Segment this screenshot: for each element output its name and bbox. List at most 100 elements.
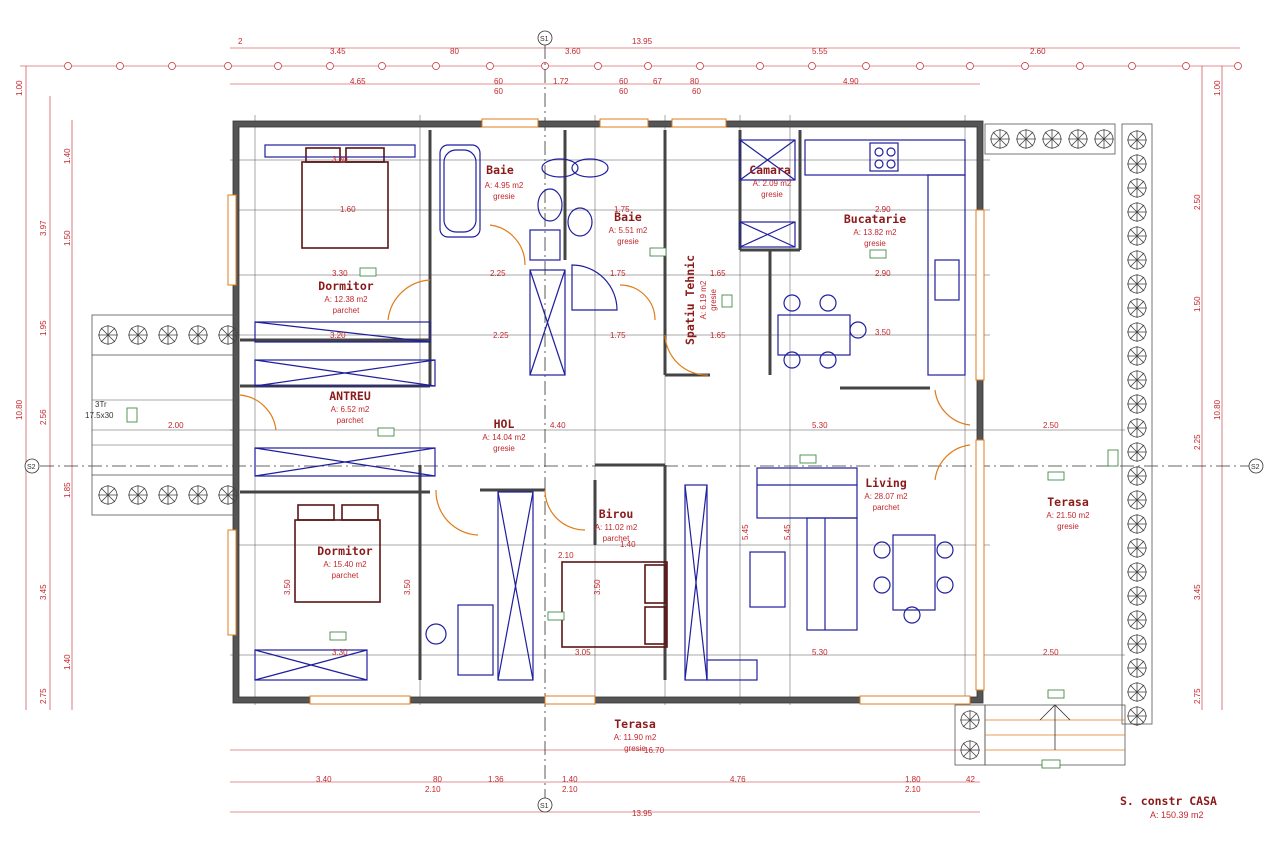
dim-label: 5.30 — [812, 421, 828, 430]
dimension-node — [862, 62, 870, 70]
dim-label: 2.10 — [562, 785, 578, 794]
svg-text:Dormitor: Dormitor — [317, 544, 372, 558]
svg-text:parchet: parchet — [333, 306, 360, 315]
plant-icon — [990, 129, 1010, 149]
dim-label: 3.30 — [332, 269, 348, 278]
dimension-node — [966, 62, 974, 70]
plant-icon — [1127, 178, 1147, 198]
plant-outline — [1127, 226, 1147, 246]
plant-icon — [1127, 658, 1147, 678]
room-camara: Camara A: 2.09 m2 gresie — [749, 163, 792, 199]
dim-label: 67 — [653, 77, 662, 86]
plant-outline — [158, 325, 178, 345]
plant-outline — [1127, 298, 1147, 318]
room-bucatarie: Bucatarie A: 13.82 m2 gresie — [844, 212, 906, 248]
construction-summary: S. constr CASA A: 150.39 m2 — [1120, 794, 1217, 820]
plant-outline — [1127, 490, 1147, 510]
plant-icon — [98, 325, 118, 345]
plant-icon — [158, 325, 178, 345]
plant-icon — [1127, 442, 1147, 462]
dimension-node — [274, 62, 282, 70]
svg-text:parchet: parchet — [603, 534, 630, 543]
svg-text:3Tr: 3Tr — [95, 400, 107, 409]
dim-label: 1.75 — [614, 205, 630, 214]
dimension-node — [64, 62, 72, 70]
dim-label: 3.30 — [332, 648, 348, 657]
dim-label: 2 — [238, 37, 243, 46]
dimension-node — [1021, 62, 1029, 70]
plant-outline — [1127, 538, 1147, 558]
dim-label: 3.50 — [283, 579, 292, 595]
dim-label: 80 — [433, 775, 442, 784]
dim-label: 1.00 — [15, 80, 24, 96]
plant-outline — [1127, 130, 1147, 150]
stairs-label: 3Tr 17.5x30 — [85, 400, 114, 420]
plant-icon — [1127, 202, 1147, 222]
dim-label: 2.00 — [168, 421, 184, 430]
dim-label: 3.40 — [316, 775, 332, 784]
svg-text:A: 12.38 m2: A: 12.38 m2 — [324, 295, 368, 304]
room-dormitor-1: Dormitor A: 12.38 m2 parchet — [318, 279, 373, 315]
right-dimensions: 1.00 2.50 1.50 2.25 10.80 3.45 2.75 — [1193, 66, 1223, 710]
terrace-elements — [91, 123, 1153, 766]
plant-outline — [218, 485, 238, 505]
svg-text:Dormitor: Dormitor — [318, 279, 373, 293]
svg-text:Camara: Camara — [749, 163, 791, 177]
room-labels: Dormitor A: 12.38 m2 parchet Baie A: 4.9… — [317, 163, 1090, 753]
dim-label: 5.55 — [812, 47, 828, 56]
plant-outline — [1016, 129, 1036, 149]
dimension-node — [644, 62, 652, 70]
plant-icon — [158, 485, 178, 505]
svg-text:Terasa: Terasa — [614, 717, 656, 731]
dim-label: 3.05 — [575, 648, 591, 657]
dim-label: 4.90 — [843, 77, 859, 86]
dim-label: 2.75 — [1193, 688, 1202, 704]
dim-label: 1.40 — [562, 775, 578, 784]
plant-icon — [1127, 466, 1147, 486]
top-dimensions: 2 3.45 80 3.60 5.55 2.60 13.95 4.65 60 1… — [20, 37, 1242, 96]
plant-outline — [1127, 202, 1147, 222]
svg-text:Spatiu Tehnic: Spatiu Tehnic — [683, 255, 697, 345]
svg-text:gresie: gresie — [493, 192, 515, 201]
svg-text:gresie: gresie — [1057, 522, 1079, 531]
dimension-node — [808, 62, 816, 70]
plant-outline — [1127, 706, 1147, 726]
dim-label: 80 — [690, 77, 699, 86]
svg-text:A: 21.50 m2: A: 21.50 m2 — [1046, 511, 1090, 520]
plant-icon — [218, 325, 238, 345]
plant-outline — [1127, 418, 1147, 438]
dim-label: 1.50 — [1193, 296, 1202, 312]
plant-icon — [1127, 370, 1147, 390]
plant-outline — [1127, 610, 1147, 630]
dim-label: 2.25 — [1193, 434, 1202, 450]
room-terasa-1: Terasa A: 21.50 m2 gresie — [1046, 495, 1090, 531]
dimension-node — [1234, 62, 1242, 70]
dim-label: 2.50 — [1043, 648, 1059, 657]
dimension-node — [594, 62, 602, 70]
svg-text:A: 6.19 m2: A: 6.19 m2 — [699, 280, 708, 319]
svg-text:Baie: Baie — [486, 163, 514, 177]
svg-text:gresie: gresie — [617, 237, 639, 246]
plant-outline — [960, 710, 980, 730]
dim-label: 4.65 — [350, 77, 366, 86]
dim-label: 5.45 — [741, 524, 750, 540]
plant-icon — [1127, 154, 1147, 174]
dim-label: 1.36 — [488, 775, 504, 784]
plant-icon — [1127, 562, 1147, 582]
plant-icon — [188, 325, 208, 345]
plant-outline — [1127, 466, 1147, 486]
svg-text:gresie: gresie — [624, 744, 646, 753]
room-spatiu-tehnic: Spatiu Tehnic A: 6.19 m2 gresie — [683, 255, 718, 345]
dimension-node — [224, 62, 232, 70]
svg-text:parchet: parchet — [873, 503, 900, 512]
dim-label: 2.10 — [425, 785, 441, 794]
dim-label: 2.90 — [875, 269, 891, 278]
dim-label: 3.50 — [875, 328, 891, 337]
dimension-node — [168, 62, 176, 70]
doors — [239, 224, 971, 536]
dim-label: 4.40 — [550, 421, 566, 430]
svg-text:A: 11.90 m2: A: 11.90 m2 — [614, 733, 657, 742]
dim-label: 2.25 — [493, 331, 509, 340]
dim-label: 1.50 — [63, 230, 72, 246]
plant-icon — [218, 485, 238, 505]
